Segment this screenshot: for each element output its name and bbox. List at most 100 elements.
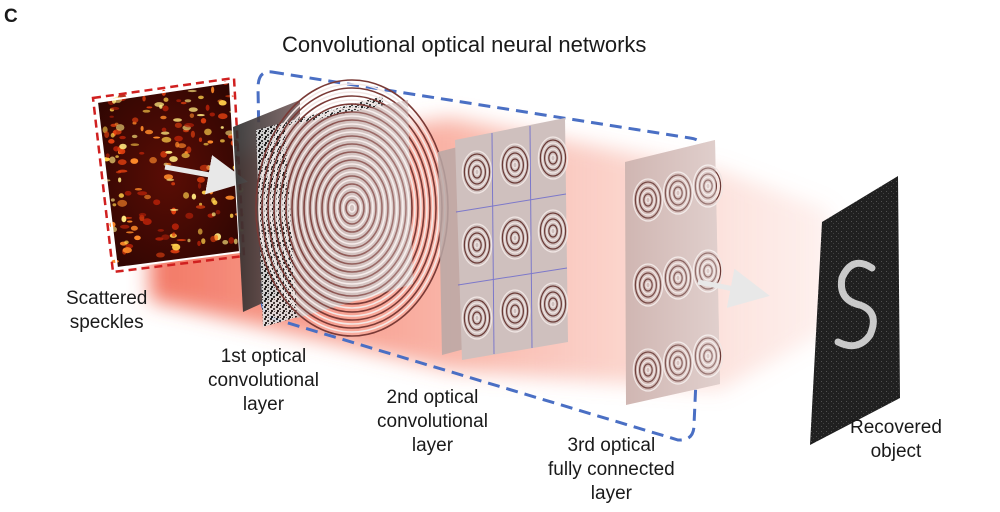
speckle-dot [110,198,115,202]
speckle-dot [197,182,202,189]
lens-ring [470,162,484,182]
speckle-dot [181,152,190,159]
lens-ring [503,295,527,327]
lens-ring [503,222,527,254]
recovered-digit [834,259,877,350]
lens-ring [541,142,565,174]
speckle-dot [153,199,161,206]
speckle-dot [130,158,139,164]
lens-ring [499,143,531,187]
lens-ring [465,156,489,188]
lens-ring [470,235,484,255]
lens-ring [468,232,487,258]
speckle-dot [173,118,182,122]
speckle-dot [171,207,177,215]
lens-ring [463,299,491,337]
speckle-dot [201,238,206,245]
label-layer1: 1st optical convolutional layer [208,345,319,417]
speckle-dot [109,156,116,164]
layer3-plate [625,140,724,405]
speckle-dot [165,150,173,154]
speckle-dot [139,151,145,155]
speckle-dot [220,126,224,129]
lens-ring [541,215,565,247]
speckle-dot [161,234,170,240]
speckle-dot [110,106,120,111]
speckle-dot [184,99,192,103]
speckle-dot [137,191,148,196]
lens-ring [506,298,525,324]
speckle-dot [131,134,138,139]
speckle-dot [144,194,151,200]
lens-ring [465,229,489,261]
speckle-dot [171,182,176,186]
lens-ring [510,231,520,245]
speckle-dot [225,195,235,200]
speckle-dot [156,252,165,258]
zone-ring [273,103,431,313]
lens-ring [468,305,487,331]
lens-ring [512,234,518,242]
speckle-dot [197,240,201,246]
label-layer2: 2nd optical convolutional layer [377,386,488,458]
speckle-dot [149,157,157,164]
speckle-dot [174,135,183,142]
speckle-dot [222,240,229,245]
speckle-dot [226,169,234,177]
speckle-dot [140,125,144,132]
label-line: speckles [69,312,144,333]
lens-ring [506,225,525,251]
speckle-dot [161,136,172,143]
lens-ring [461,150,493,194]
lens-ring [508,228,522,248]
label-line: layer [590,483,632,504]
diagram-title: Convolutional optical neural networks [282,32,647,57]
lens-ring [503,149,527,181]
lens-ring [537,209,569,253]
speckle-dot [146,106,153,109]
recovered-object-plate [810,176,900,445]
lens-ring [508,301,522,321]
speckle-dot [185,212,194,219]
speckle-dot [209,112,215,117]
lens-ring [546,221,560,241]
label-line: Recovered [850,417,942,438]
lens-ring [537,282,569,326]
speckle-dot [118,193,124,198]
speckle-dot [184,122,195,128]
layer2-grid [455,125,568,355]
speckle-dot [142,109,151,113]
panel-letter: C [4,6,18,27]
speckle-dot [171,232,176,237]
zone-ring [267,95,437,321]
lens-ring [501,292,529,330]
speckle-dot [196,114,205,117]
speckle-dot [211,212,216,217]
lens-ring [463,153,491,191]
speckle-dot [215,209,221,215]
lens-ring [474,168,480,176]
lens-ring [546,148,560,168]
speckle-dot [205,104,210,111]
speckle-dot [155,237,164,241]
lens-ring [541,288,565,320]
speckle-dot [218,100,227,106]
lens-ring [539,212,567,250]
lens-ring [543,145,562,171]
zone-ring [276,107,428,309]
speckle-dot [225,95,235,98]
label-line: object [870,441,922,462]
speckle-dot [188,107,198,112]
label-line: Scattered [66,288,148,309]
speckle-dot [166,178,175,182]
speckle-dot [124,190,132,196]
speckle-dot [187,89,197,93]
speckle-dot [218,113,228,120]
speckle-dot [160,131,170,135]
speckle-dot [130,143,140,147]
speckle-dot [190,130,195,138]
speckle-dot [126,231,134,234]
speckle-dot [122,247,132,254]
label-line: convolutional [377,411,488,432]
